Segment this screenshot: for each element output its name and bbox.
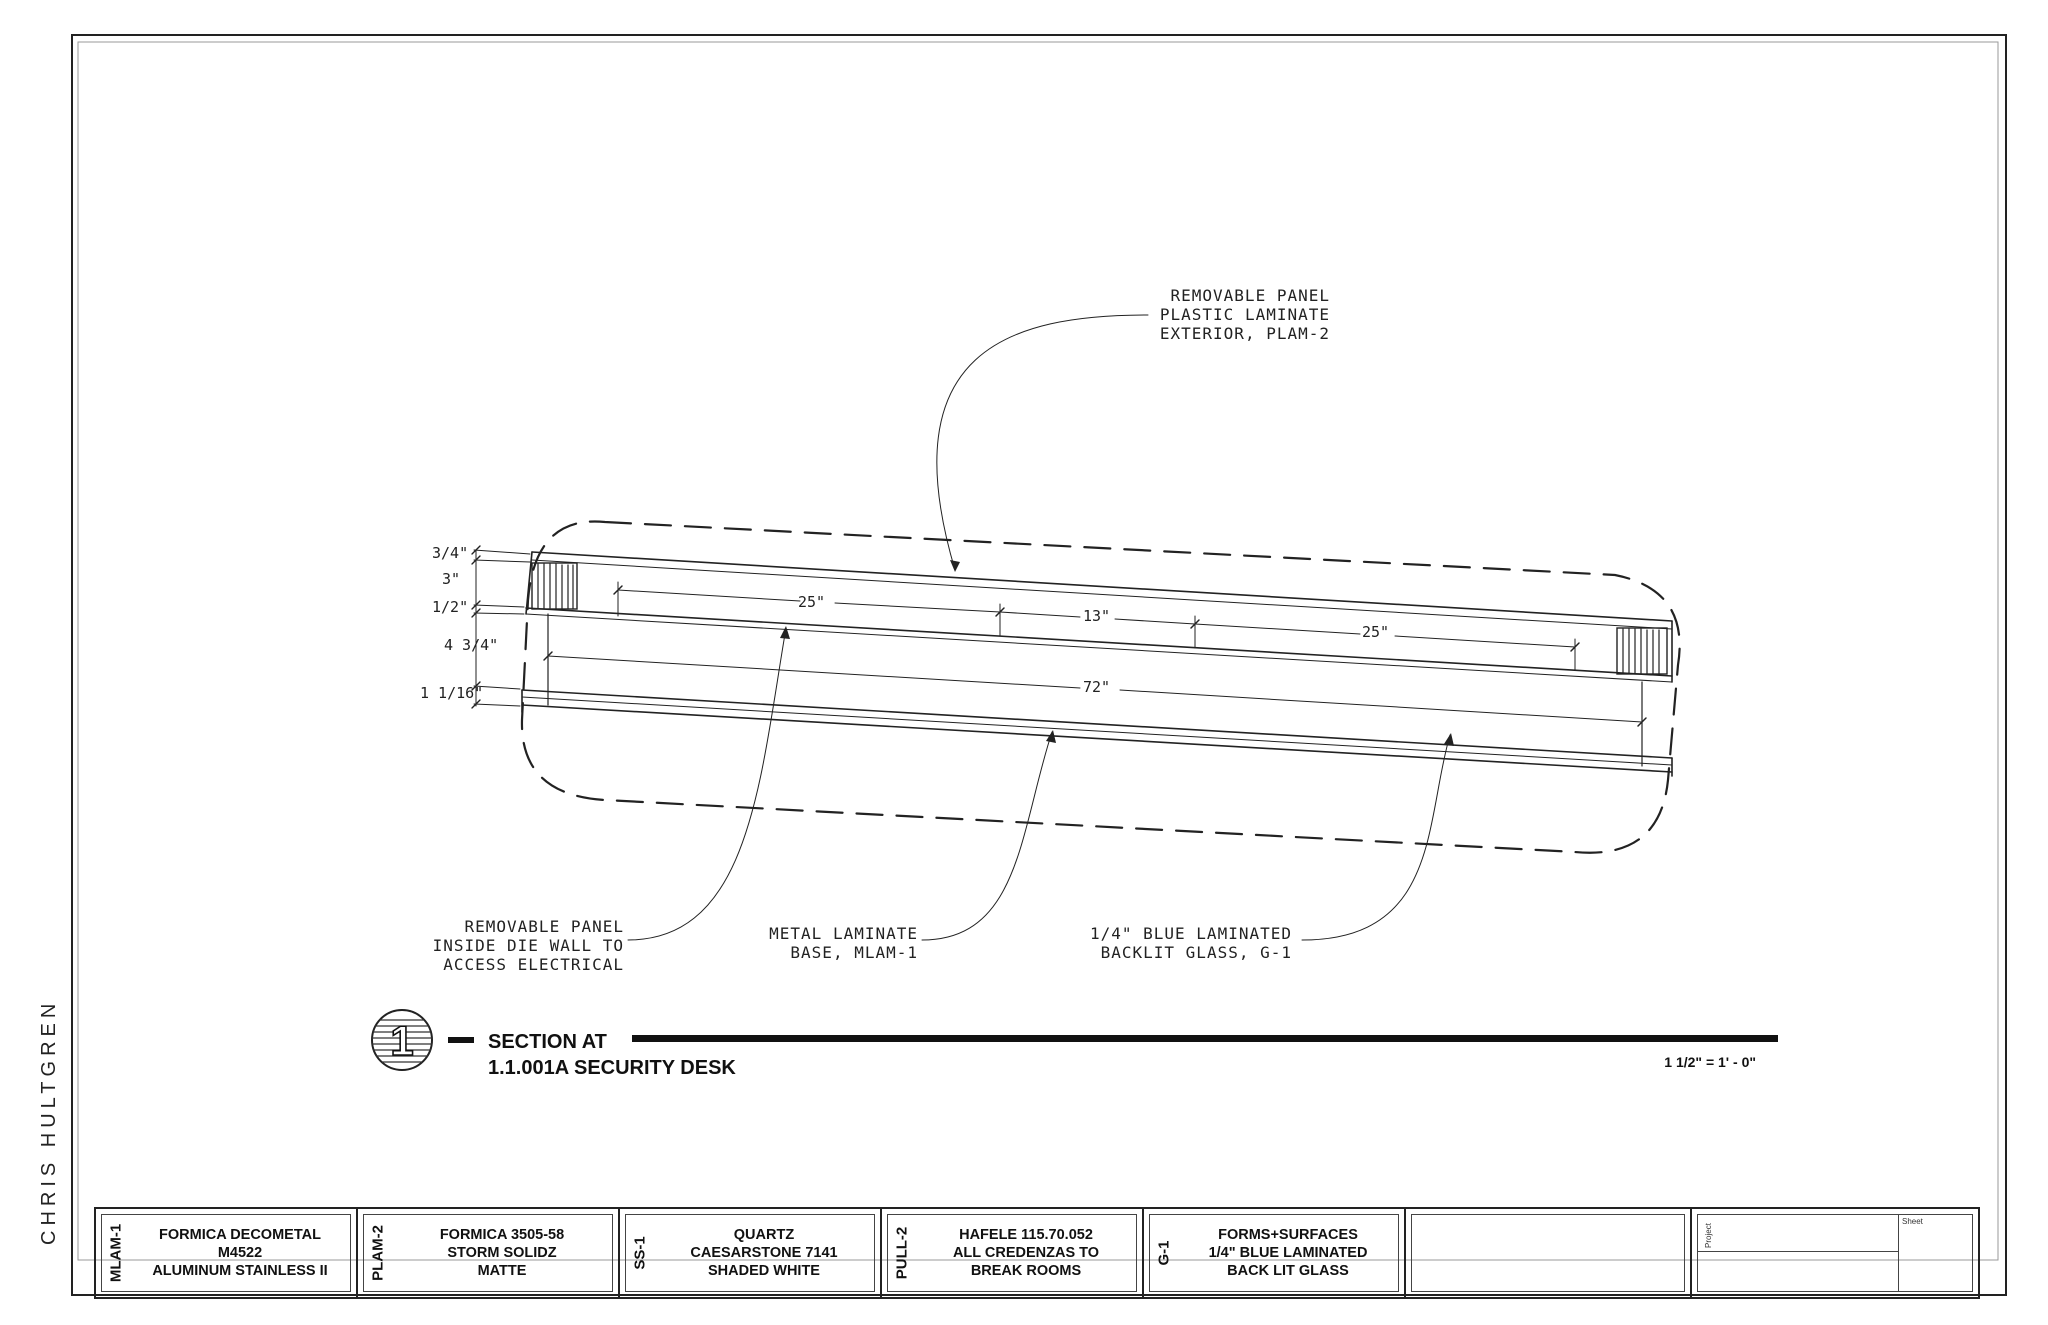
right-blocking-hatch [1616,627,1668,675]
author-name: CHRIS HULTGREN [38,998,60,1245]
dim-72: 72" [1083,678,1110,696]
note-metal-base-1: METAL LAMINATE [769,924,918,943]
section-number-bubble [371,1009,433,1071]
note-glass-2: BACKLIT GLASS, G-1 [1101,943,1292,962]
note-top-panel-1: REMOVABLE PANEL [1171,286,1331,305]
material-cell-ss-1: SS-1 QUARTZ CAESARSTONE 7141 SHADED WHIT… [620,1209,882,1297]
base-bottom-edge [521,704,1673,773]
material-code: PLAM-2 [369,1225,387,1281]
detail-boundary [520,520,1681,854]
section-title: 1 SECTION AT 1.1.001A SECURITY DESK 1 1/… [371,1009,1778,1079]
material-code: MLAM-1 [107,1223,125,1283]
note-inside-panel-3: ACCESS ELECTRICAL [443,955,624,974]
dim-half-inch: 1/2" [432,598,468,616]
section-drawing [471,314,1681,941]
left-blocking-hatch [531,562,578,610]
section-title-line2: 1.1.001A SECURITY DESK [488,1057,736,1079]
material-cell-pull-2: PULL-2 HAFELE 115.70.052 ALL CREDENZAS T… [882,1209,1144,1297]
section-title-bar-short [448,1037,474,1043]
dim-three-quarter: 3/4" [432,544,468,562]
project-label: Project [1703,1223,1713,1248]
section-bubble-hatch [372,1019,432,1063]
dimension-lines [543,581,1647,727]
top-panel-left-edge [525,551,533,615]
callout-notes: REMOVABLE PANEL PLASTIC LAMINATE EXTERIO… [433,286,1331,974]
leader-top-panel [936,314,1149,571]
outer-border [71,34,2007,1296]
material-description: FORMICA DECOMETAL M4522 ALUMINUM STAINLE… [152,1227,328,1279]
dim-one-sixteenth: 1 1/16" [420,684,483,702]
project-sheet-cell: Project Sheet [1692,1209,1978,1297]
sheet-label: Sheet [1902,1217,1923,1226]
project-sheet-grid: Project Sheet [1697,1214,1973,1292]
dimension-labels: 3/4" 3" 1/2" 4 3/4" 1 1/16" 25" 13" 25" … [420,544,1389,702]
dim-four-three-quarter: 4 3/4" [444,636,498,654]
section-number: 1 [390,1017,413,1064]
top-panel-bottom-edge [525,607,1673,677]
material-code: SS-1 [631,1236,649,1270]
note-top-panel-2: PLASTIC LAMINATE [1160,305,1330,324]
material-description: HAFELE 115.70.052 ALL CREDENZAS TO BREAK… [952,1227,1100,1279]
vertical-dimension-ticks [471,545,531,709]
dim-13: 13" [1083,607,1110,625]
note-inside-panel-1: REMOVABLE PANEL [465,917,625,936]
note-metal-base-2: BASE, MLAM-1 [790,943,918,962]
material-description: FORMS+SURFACES 1/4" BLUE LAMINATED BACK … [1208,1227,1368,1279]
section-title-bar-long [632,1035,1778,1042]
material-cell-g-1: G-1 FORMS+SURFACES 1/4" BLUE LAMINATED B… [1144,1209,1406,1297]
dim-25-right: 25" [1362,623,1389,641]
material-cell-empty [1406,1209,1692,1297]
base-top-edge-inner [521,696,1673,766]
drawing-scale: 1 1/2" = 1' - 0" [1664,1054,1756,1070]
title-block: MLAM-1 FORMICA DECOMETAL M4522 ALUMINUM … [94,1207,1980,1299]
dim-three-inch: 3" [442,570,460,588]
leader-metal-base [921,731,1053,941]
leader-glass [1301,734,1451,941]
leader-inside-panel [627,627,787,941]
material-description: QUARTZ CAESARSTONE 7141 SHADED WHITE [690,1227,838,1279]
inner-border [77,41,1999,1261]
material-description: FORMICA 3505-58 STORM SOLIDZ MATTE [439,1227,565,1279]
note-glass-1: 1/4" BLUE LAMINATED [1090,924,1292,943]
base-top-edge [521,689,1673,759]
note-top-panel-3: EXTERIOR, PLAM-2 [1160,324,1330,343]
section-title-line1: SECTION AT [488,1031,607,1053]
top-panel-bottom-edge-inner [525,613,1673,683]
note-inside-panel-2: INSIDE DIE WALL TO [433,936,624,955]
top-panel-top-edge-inner [531,559,1673,630]
material-code: PULL-2 [893,1226,911,1280]
material-code: G-1 [1155,1240,1173,1266]
material-cell-mlam-1: MLAM-1 FORMICA DECOMETAL M4522 ALUMINUM … [96,1209,358,1297]
leader-arrowheads [780,560,1454,746]
top-panel-top-edge [531,551,1673,622]
material-cell-plam-2: PLAM-2 FORMICA 3505-58 STORM SOLIDZ MATT… [358,1209,620,1297]
dim-25-left: 25" [798,593,825,611]
